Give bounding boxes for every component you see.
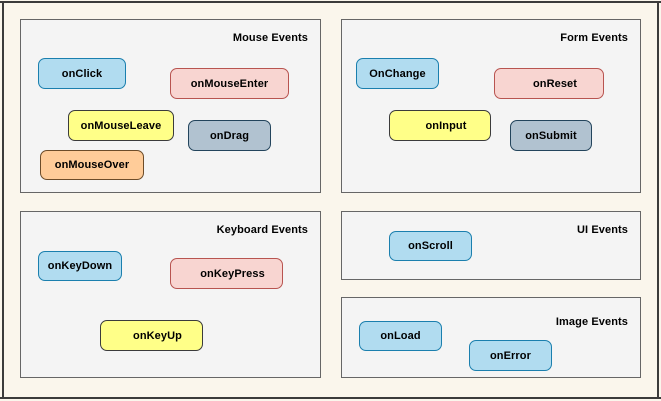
panel-title-image-events: Image Events bbox=[555, 316, 628, 328]
event-node-onload[interactable]: onLoad bbox=[359, 321, 442, 351]
panel-title-form-events: Form Events bbox=[560, 32, 628, 44]
event-node-label: onKeyPress bbox=[200, 267, 265, 280]
event-node-onkeydown[interactable]: onKeyDown bbox=[38, 251, 122, 281]
event-node-onerror[interactable]: onError bbox=[469, 340, 552, 371]
event-node-label: onDrag bbox=[209, 129, 250, 142]
event-node-oninput[interactable]: onInput bbox=[389, 110, 491, 141]
frame-border-top bbox=[0, 1, 661, 3]
event-node-onmouseleave[interactable]: onMouseLeave bbox=[68, 110, 174, 141]
event-node-onchange[interactable]: OnChange bbox=[356, 58, 439, 89]
event-node-label: onReset bbox=[532, 77, 578, 90]
event-node-onmouseover[interactable]: onMouseOver bbox=[40, 150, 144, 180]
event-node-onreset[interactable]: onReset bbox=[494, 68, 604, 99]
event-node-onscroll[interactable]: onScroll bbox=[389, 231, 472, 261]
event-node-onkeyup[interactable]: onKeyUp bbox=[100, 320, 203, 351]
event-node-label: onMouseOver bbox=[54, 159, 130, 171]
event-node-onkeypress[interactable]: onKeyPress bbox=[170, 258, 283, 289]
event-node-label: onKeyUp bbox=[133, 329, 182, 342]
event-node-ondrag[interactable]: onDrag bbox=[188, 120, 271, 151]
panel-ui-events: UI Events bbox=[341, 211, 641, 280]
frame-border-left bbox=[2, 1, 4, 398]
event-node-label: onKeyDown bbox=[47, 260, 113, 272]
event-node-label: onClick bbox=[61, 67, 103, 80]
event-node-label: onInput bbox=[425, 119, 467, 132]
panel-title-ui-events: UI Events bbox=[576, 224, 628, 236]
event-node-onsubmit[interactable]: onSubmit bbox=[510, 120, 592, 151]
panel-form-events: Form Events bbox=[341, 19, 641, 193]
frame-border-bottom bbox=[0, 397, 661, 399]
panel-title-mouse-events: Mouse Events bbox=[232, 32, 308, 44]
event-node-label: onError bbox=[489, 349, 532, 362]
event-node-onclick[interactable]: onClick bbox=[38, 58, 126, 89]
event-node-label: onScroll bbox=[408, 240, 453, 252]
panel-keyboard-events: Keyboard Events bbox=[20, 211, 321, 378]
event-node-label: onSubmit bbox=[525, 129, 577, 142]
event-node-label: OnChange bbox=[369, 67, 426, 80]
event-node-label: onMouseEnter bbox=[190, 77, 269, 90]
frame-border-right bbox=[657, 1, 659, 398]
panel-title-keyboard-events: Keyboard Events bbox=[216, 224, 308, 236]
event-node-label: onMouseLeave bbox=[80, 119, 162, 132]
event-node-label: onLoad bbox=[380, 330, 421, 342]
event-node-onmouseenter[interactable]: onMouseEnter bbox=[170, 68, 289, 99]
